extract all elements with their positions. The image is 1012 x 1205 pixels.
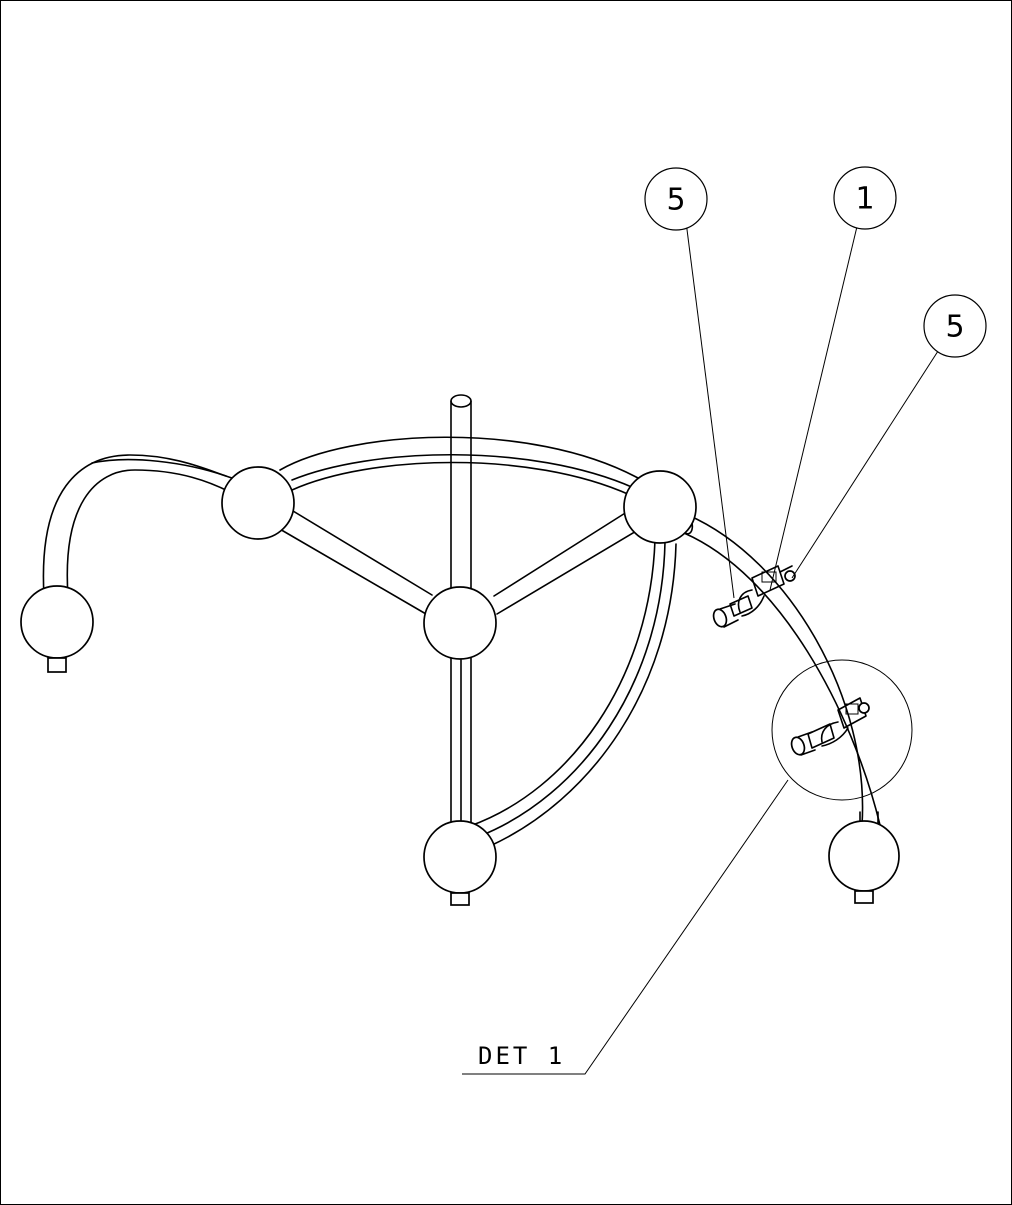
sphere-bottom <box>423 820 497 906</box>
right-arc-tube <box>469 539 677 847</box>
detail-circle <box>771 659 913 801</box>
sphere-right <box>623 470 697 544</box>
callout-balloon-5-left: 5 <box>644 167 708 231</box>
strut-left <box>277 507 433 615</box>
callout-balloon-5-right: 5 <box>923 294 987 358</box>
sphere-bottom-right <box>828 811 900 904</box>
right-bent-tube <box>678 513 881 826</box>
center-pole-top <box>450 394 472 593</box>
callout-label: 5 <box>945 310 964 345</box>
left-hook-tube <box>42 454 233 597</box>
sphere-far-left <box>20 585 94 673</box>
clamp-upper <box>712 565 796 628</box>
callout-label: 1 <box>855 182 874 217</box>
callout-balloon-1: 1 <box>833 166 897 230</box>
callout-label: 5 <box>666 183 685 218</box>
center-pole-bottom <box>450 654 472 831</box>
leader-line-5-left <box>683 205 735 599</box>
top-arc-tube <box>279 436 639 496</box>
leader-line-1 <box>769 213 861 591</box>
detail-label: DET 1 <box>478 1042 565 1070</box>
leader-line-5-right <box>791 347 941 579</box>
clamp-lower <box>790 697 870 756</box>
sphere-center <box>423 586 497 660</box>
sphere-left <box>221 466 295 540</box>
detail-leader-line <box>462 779 789 1075</box>
strut-right <box>493 509 639 615</box>
